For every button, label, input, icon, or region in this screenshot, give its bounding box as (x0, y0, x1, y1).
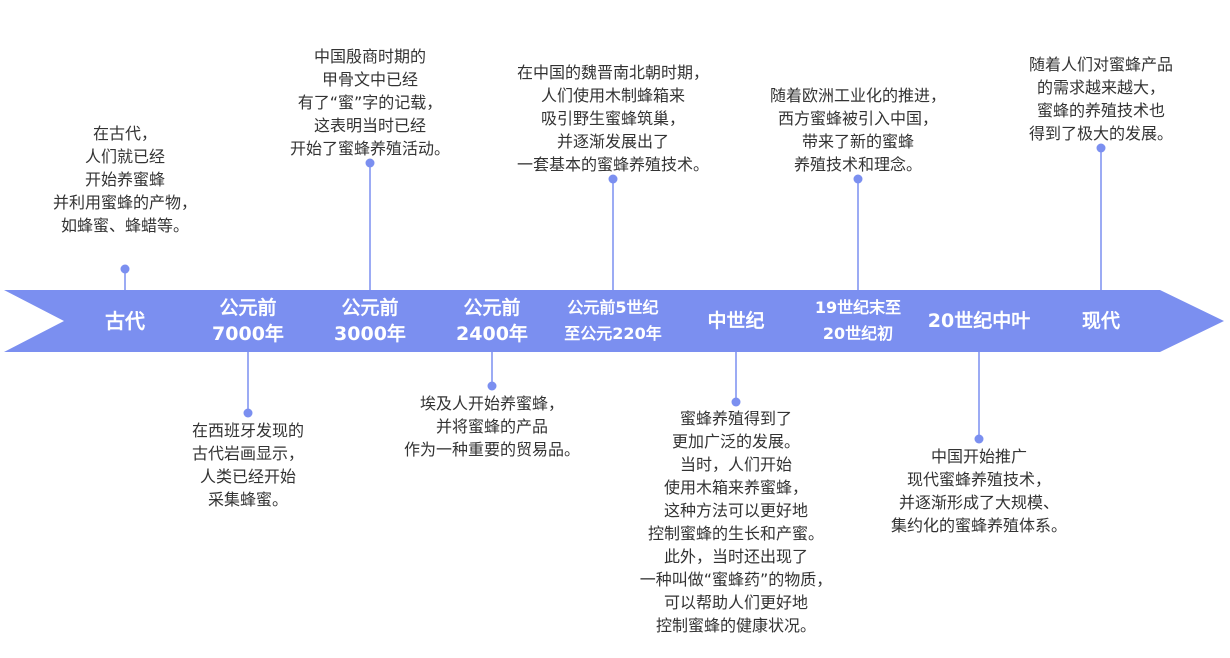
event-text-line: 这表明当时已经 (313, 116, 427, 135)
event-text-line: 得到了极大的发展。 (1028, 124, 1174, 143)
era-label: 公元前 2400年 (456, 295, 528, 347)
event-text-line: 的需求越来越大， (1036, 78, 1166, 97)
event-text: 蜜蜂养殖得到了更加广泛的发展。当时，人们开始使用木箱来养蜜蜂， 这种方法可以更好地… (640, 407, 833, 637)
event-text: 随着人们对蜜蜂产品的需求越来越大， 蜜蜂的养殖技术也得到了极大的发展。 (1029, 53, 1173, 145)
era-label-line: 现代 (1081, 310, 1121, 332)
era-label-line: 19世纪末至 (814, 298, 902, 317)
event-text-line: 开始了蜜蜂养殖活动。 (289, 139, 451, 158)
era-label: 公元前 7000年 (212, 295, 284, 347)
event-text-line: 人类已经开始 (199, 467, 297, 486)
event-text-line: 一种叫做“蜜蜂药”的物质， (639, 570, 833, 589)
event-text-line: 人们使用木制蜂箱来 (540, 86, 686, 105)
event-text-line: 吸引野生蜜蜂筑巢， (540, 109, 686, 128)
event-text-line: 开始养蜜蜂 (84, 170, 166, 189)
event-text-line: 有了“蜜”字的记载， (297, 93, 443, 112)
event-text-line: 现代蜜蜂养殖技术， (906, 470, 1052, 489)
event-text-line: 随着欧洲工业化的推进， (769, 86, 947, 105)
event-text: 中国殷商时期的甲骨文中已经有了“蜜”字的记载， 这表明当时已经开始了蜜蜂养殖活动。 (290, 45, 450, 160)
event-text: 随着欧洲工业化的推进， 西方蜜蜂被引入中国， 带来了新的蜜蜂养殖技术和理念。 (770, 84, 946, 176)
event-text-line: 可以帮助人们更好地 (663, 593, 808, 612)
event-text-line: 并利用蜜蜂的产物， (52, 193, 198, 212)
era-label-line: 古代 (105, 309, 145, 333)
connector-dot (731, 397, 741, 407)
era-label-line: 公元前 (463, 297, 521, 319)
event-text-line: 此外，当时还出现了 (663, 547, 808, 566)
connector-dot (853, 174, 863, 184)
event-text-line: 更加广泛的发展。 (671, 432, 800, 451)
connector-dot (608, 174, 618, 184)
connector-dot (974, 434, 984, 444)
era-label-line: 3000年 (334, 323, 406, 345)
era-label-line: 公元前 (341, 297, 399, 319)
event-text-line: 中国开始推广 (930, 447, 1028, 466)
event-text-line: 使用木箱来养蜜蜂， (663, 478, 808, 497)
event-text-line: 古代岩画显示， (191, 444, 305, 463)
era-label: 中世纪 (707, 308, 764, 334)
era-label: 公元前 3000年 (334, 295, 406, 347)
event-text-line: 西方蜜蜂被引入中国， (777, 109, 939, 128)
era-label-line: 20世纪初 (822, 324, 894, 343)
event-text-line: 采集蜂蜜。 (207, 490, 289, 509)
event-text-line: 如蜂蜜、蜂蜡等。 (60, 216, 190, 235)
event-text-line: 控制蜜蜂的生长和产蜜。 (647, 524, 824, 543)
event-text-line: 一套基本的蜜蜂养殖技术。 (516, 155, 710, 174)
event-text-line: 并逐渐发展出了 (556, 132, 670, 151)
event-text-line: 并将蜜蜂的产品 (435, 417, 549, 436)
connector-dot (243, 408, 253, 418)
event-text-line: 养殖技术和理念。 (793, 155, 923, 174)
event-text-line: 当时，人们开始 (679, 455, 792, 474)
event-text-line: 随着人们对蜜蜂产品 (1028, 55, 1174, 74)
event-text-line: 蜜蜂养殖得到了 (679, 409, 792, 428)
era-label: 古代 (105, 308, 145, 334)
event-text: 中国开始推广现代蜜蜂养殖技术， 并逐渐形成了大规模、集约化的蜜蜂养殖体系。 (891, 445, 1067, 537)
event-text-line: 并逐渐形成了大规模、 (898, 493, 1060, 512)
event-text-line: 蜜蜂的养殖技术也 (1036, 101, 1166, 120)
event-text-line: 集约化的蜜蜂养殖体系。 (890, 516, 1068, 535)
event-text-line: 埃及人开始养蜜蜂， (419, 394, 565, 413)
event-text-line: 在中国的魏晋南北朝时期， (516, 63, 710, 82)
era-label: 19世纪末至 20世纪初 (815, 295, 901, 347)
event-text-line: 中国殷商时期的 (313, 47, 427, 66)
event-text-line: 在古代， (92, 124, 158, 143)
era-label-line: 公元前 (219, 297, 277, 319)
connector-dot (1096, 143, 1106, 153)
event-text-line: 甲骨文中已经 (321, 70, 419, 89)
event-text-line: 这种方法可以更好地 (663, 501, 808, 520)
event-text-line: 在西班牙发现的 (191, 421, 305, 440)
event-text: 在西班牙发现的古代岩画显示， 人类已经开始采集蜂蜜。 (192, 419, 304, 511)
era-label-line: 2400年 (456, 323, 528, 345)
connector-lines (120, 143, 1106, 444)
event-text: 在古代， 人们就已经开始养蜜蜂并利用蜜蜂的产物， 如蜂蜜、蜂蜡等。 (53, 122, 197, 237)
era-label: 现代 (1082, 308, 1120, 334)
era-label-line: 7000年 (212, 323, 284, 345)
event-text-line: 控制蜜蜂的健康状况。 (655, 616, 816, 635)
era-label-line: 中世纪 (707, 310, 765, 332)
event-text: 埃及人开始养蜜蜂， 并将蜜蜂的产品作为一种重要的贸易品。 (404, 392, 580, 461)
timeline-arrow (4, 290, 1224, 352)
era-label: 20世纪中叶 (928, 308, 1030, 334)
era-label: 公元前5世纪至公元220年 (564, 295, 661, 347)
era-label-line: 公元前5世纪 (567, 298, 659, 317)
event-text: 在中国的魏晋南北朝时期， 人们使用木制蜂箱来吸引野生蜜蜂筑巢， 并逐渐发展出了一套基… (517, 61, 709, 176)
connector-dot (365, 158, 375, 168)
event-text-line: 带来了新的蜜蜂 (801, 132, 915, 151)
era-label-line: 至公元220年 (564, 324, 662, 343)
connector-dot (120, 264, 130, 274)
connector-dot (487, 381, 497, 391)
era-label-line: 20世纪中叶 (927, 310, 1031, 332)
event-text-line: 作为一种重要的贸易品。 (403, 440, 581, 459)
event-text-line: 人们就已经 (84, 147, 166, 166)
